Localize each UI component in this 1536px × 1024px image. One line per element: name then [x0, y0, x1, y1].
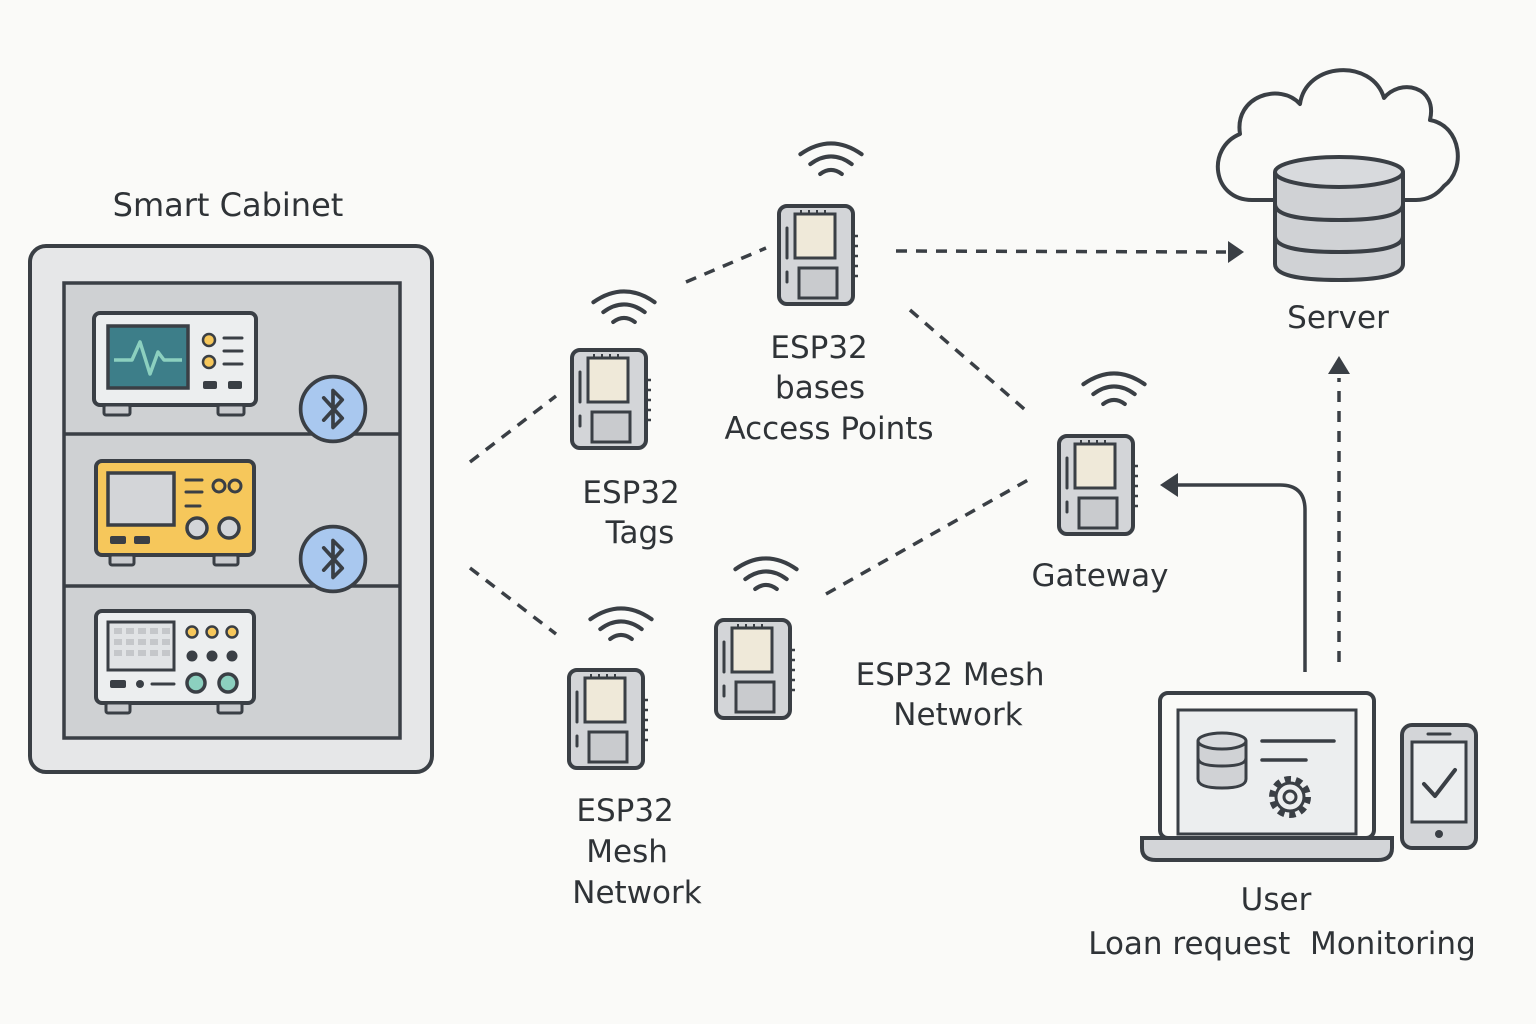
- esp32-mesh-left-label: Network: [572, 875, 701, 911]
- esp32-access-points-node: ESP32 bases Access Points: [724, 143, 934, 447]
- link-cabinet-tags: [468, 394, 558, 464]
- link-mesh-gateway: [825, 478, 1029, 596]
- arrowhead-server: [1228, 241, 1244, 263]
- link-ap-gateway: [908, 308, 1032, 416]
- esp32-module-icon: [567, 668, 650, 770]
- link-tags-ap: [685, 246, 767, 284]
- checkmark-icon: [1422, 768, 1457, 798]
- wifi-icon: [590, 608, 651, 639]
- esp32-ap-label: bases: [775, 370, 865, 406]
- smart-cabinet-label: Smart Cabinet: [113, 186, 344, 224]
- esp32-tags-label: ESP32: [582, 475, 679, 511]
- user-actions-label: Loan request Monitoring: [1088, 926, 1476, 962]
- user-devices: User Loan request Monitoring: [1088, 691, 1478, 962]
- gateway-label: Gateway: [1032, 558, 1169, 594]
- esp32-tags-label: Tags: [605, 515, 675, 551]
- esp32-ap-label: Access Points: [724, 411, 933, 447]
- arrowhead-gateway: [1160, 473, 1178, 497]
- esp32-module-icon: [714, 618, 797, 720]
- connections: [468, 246, 1341, 662]
- arrowhead-server-up: [1328, 356, 1350, 374]
- esp32-ap-label: ESP32: [770, 330, 867, 366]
- user-label: User: [1241, 882, 1312, 918]
- wifi-icon: [735, 558, 796, 589]
- esp32-mesh-left-label: ESP32: [576, 793, 673, 829]
- wifi-icon: [1083, 373, 1144, 404]
- database-icon: [1273, 155, 1405, 283]
- database-icon: [1196, 731, 1248, 790]
- smartphone-icon: [1400, 723, 1478, 850]
- svg-text:ESP32 Tags: ESP32 Tags: [582, 475, 689, 551]
- svg-text:ESP32 Mesh Network: ESP32 Mesh Network: [572, 793, 701, 911]
- esp32-tags-node: ESP32 Tags: [570, 291, 689, 551]
- esp32-mesh-left-node: ESP32 Mesh Network: [567, 608, 702, 911]
- smart-cabinet: Smart Cabinet: [28, 186, 434, 774]
- svg-text:ESP32 bases Access: ESP32 bases Access Points: [724, 330, 933, 447]
- signal-generator-icon: [94, 459, 256, 567]
- esp32-mesh-right-label: Network: [893, 697, 1022, 733]
- oscilloscope-icon: [92, 311, 258, 417]
- link-ap-server: [895, 249, 1227, 254]
- bluetooth-icon: [298, 374, 368, 444]
- power-supply-icon: [94, 609, 256, 715]
- server-label: Server: [1287, 300, 1389, 336]
- wifi-icon: [800, 143, 861, 174]
- esp32-mesh-right-label: ESP32 Mesh: [856, 657, 1045, 693]
- link-cabinet-mesh: [468, 566, 558, 636]
- esp32-module-icon: [777, 204, 860, 306]
- wifi-icon: [593, 291, 654, 322]
- esp32-mesh-right-node: ESP32 Mesh Network: [714, 558, 1055, 733]
- svg-text:ESP32 Mesh Network: ESP32 Mesh Network: [856, 657, 1055, 733]
- gear-icon: [1269, 776, 1311, 818]
- bluetooth-icon: [298, 524, 368, 594]
- laptop-icon: [1140, 691, 1394, 862]
- link-user-gateway: [1176, 483, 1307, 672]
- esp32-module-icon: [570, 348, 653, 450]
- gateway-node: Gateway: [1032, 373, 1169, 594]
- esp32-mesh-left-label: Mesh: [586, 834, 668, 870]
- esp32-module-icon: [1057, 434, 1140, 536]
- server-cloud: Server: [1215, 68, 1460, 336]
